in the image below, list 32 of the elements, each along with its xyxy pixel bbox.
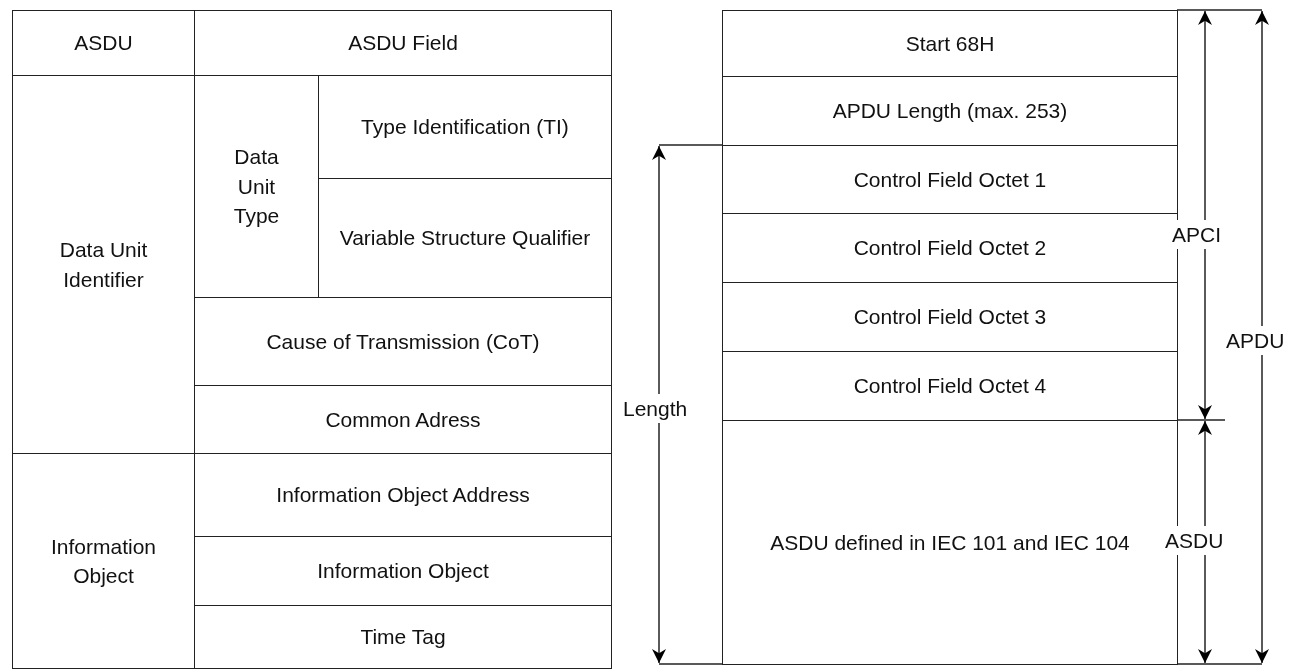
table-cell [722, 76, 1178, 146]
cell-text: Type Identification (TI) [361, 114, 569, 141]
cell-text: Control Field Octet 1 [853, 166, 1047, 193]
table-cell [12, 453, 195, 669]
table-cell [194, 605, 612, 669]
cell-text: Information Object [50, 533, 157, 589]
dimension-label: APDU [1226, 326, 1285, 356]
cell-text: Data Unit Type [232, 144, 281, 230]
dimension-label: ASDU [1165, 526, 1224, 556]
cell-text: Common Adress [325, 406, 481, 433]
cell-text: Variable Structure Qualifier [339, 225, 591, 252]
dimension-label: APCI [1172, 220, 1221, 250]
cell-text: ASDU [74, 30, 133, 57]
table-cell [722, 282, 1178, 352]
cell-text: Start 68H [905, 30, 995, 57]
cell-text: Information Object Address [276, 482, 530, 509]
table-cell [722, 351, 1178, 421]
dimension-label: Length [623, 394, 688, 424]
cell-text: ASDU Field [348, 30, 458, 57]
table-cell [722, 145, 1178, 214]
cell-text: Control Field Octet 2 [853, 235, 1047, 262]
cell-text: Time Tag [360, 624, 446, 651]
cell-text: Cause of Transmission (CoT) [266, 328, 540, 355]
table-cell [12, 10, 195, 76]
table-cell [722, 10, 1178, 77]
cell-text: Data Unit Identifier [58, 237, 149, 293]
cell-text: Information Object [317, 558, 489, 585]
cell-text: Control Field Octet 4 [853, 373, 1047, 400]
table-cell [194, 10, 612, 76]
cell-text: APDU Length (max. 253) [832, 98, 1068, 125]
cell-text: ASDU defined in IEC 101 and IEC 104 [770, 529, 1130, 556]
cell-text: Control Field Octet 3 [853, 304, 1047, 331]
